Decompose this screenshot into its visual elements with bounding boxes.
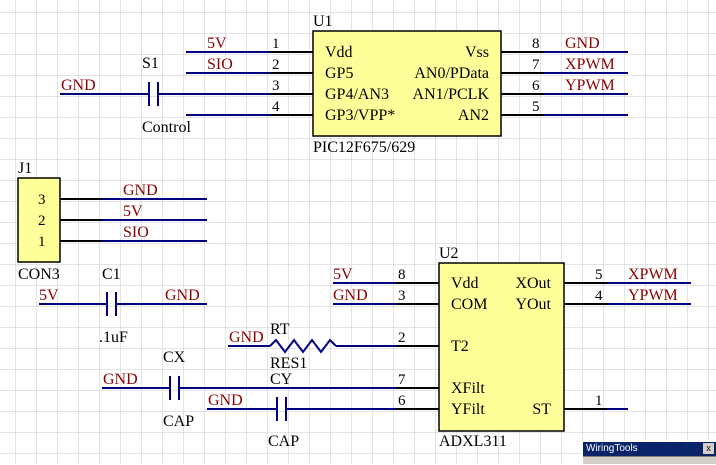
u2-pin3-number: 3: [398, 288, 406, 304]
u1-pin4-number: 4: [272, 99, 280, 115]
u2-pin3-name: COM: [451, 296, 487, 313]
u1-pin6-name: AN1/PCLK: [413, 86, 490, 103]
s1-ref: S1: [142, 55, 159, 72]
s1-value: Control: [142, 119, 191, 136]
u1-pin1-number: 1: [272, 36, 280, 52]
cy-net-gnd: GND: [208, 392, 243, 409]
wiring-tools-titlebar[interactable]: WiringTools x: [583, 442, 716, 456]
u2-body[interactable]: [438, 262, 565, 432]
u1-pin4-name: GP3/VPP*: [325, 107, 395, 124]
j1-pin1-number: 1: [38, 234, 46, 250]
j1-component[interactable]: J1 3 2 1 GND 5V SIO CON3: [17, 160, 207, 283]
u1-pin6-number: 6: [532, 78, 540, 94]
u2-pin8-name: Vdd: [451, 275, 479, 292]
u2-pin7-name: XFilt: [451, 380, 485, 397]
u2-net-xpwm: XPWM: [628, 266, 678, 283]
u1-pin2-name: GP5: [325, 65, 353, 82]
u2-pin7-number: 7: [398, 372, 406, 388]
u2-component[interactable]: U2 8 3 2 7 6 5 4 1 Vdd COM T2 XFilt YFil…: [396, 245, 607, 450]
j1-net-5v: 5V: [123, 203, 143, 220]
cx-net-gnd: GND: [103, 371, 138, 388]
u2-pin6-name: YFilt: [451, 401, 485, 418]
u1-pin8-number: 8: [532, 36, 540, 52]
u2-pin4-number: 4: [595, 288, 603, 304]
u1-pin3-number: 3: [272, 78, 280, 94]
u2-net-gnd: GND: [333, 287, 368, 304]
u2-net-5v: 5V: [333, 266, 353, 283]
u1-net-ypwm: YPWM: [565, 77, 615, 94]
j1-pin3-number: 3: [38, 192, 46, 208]
u1-net-gnd: GND: [565, 35, 600, 52]
u1-pin8-name: Vss: [465, 44, 489, 61]
u1-component[interactable]: U1 1 2 3 4 8 7 6 5 Vdd GP5 GP4/AN3 GP3/V…: [270, 13, 544, 156]
u1-pin3-name: GP4/AN3: [325, 86, 389, 103]
u1-pin5-number: 5: [532, 99, 540, 115]
u1-pin2-number: 2: [272, 57, 280, 73]
j1-net-gnd: GND: [123, 182, 158, 199]
c1-ref: C1: [102, 266, 121, 283]
u1-net-5v: 5V: [207, 35, 227, 52]
u2-pin6-number: 6: [398, 393, 406, 409]
cy-value: CAP: [268, 433, 299, 450]
cx-ref: CX: [163, 349, 186, 366]
c1-net-gnd: GND: [165, 287, 200, 304]
u1-net-xpwm: XPWM: [565, 56, 615, 73]
u1-part-label: PIC12F675/629: [313, 139, 415, 156]
j1-part-label: CON3: [18, 266, 60, 283]
s1-net-gnd: GND: [61, 77, 96, 94]
j1-pin2-number: 2: [38, 213, 46, 229]
close-icon[interactable]: x: [703, 443, 714, 454]
cx-component[interactable]: CX GND CAP: [102, 349, 396, 430]
u2-pin5-name: XOut: [515, 275, 551, 292]
c1-component[interactable]: C1 5V GND .1uF: [39, 266, 207, 346]
u2-net-ypwm: YPWM: [628, 287, 678, 304]
rt-zigzag: [269, 338, 337, 354]
u2-part-label: ADXL311: [439, 433, 507, 450]
j1-net-sio: SIO: [123, 224, 149, 241]
j1-ref: J1: [18, 160, 32, 177]
c1-value: .1uF: [99, 329, 128, 346]
j1-body[interactable]: [17, 177, 61, 263]
u1-pin7-number: 7: [532, 57, 540, 73]
u1-pin5-name: AN2: [458, 107, 489, 124]
rt-net-gnd: GND: [229, 329, 264, 346]
cx-value: CAP: [163, 413, 194, 430]
u2-pin1-name: ST: [532, 401, 551, 418]
u2-pin2-name: T2: [451, 338, 469, 355]
u2-pin1-number: 1: [595, 393, 603, 409]
u1-pin7-name: AN0/PData: [414, 65, 489, 82]
rt-value: RES1: [270, 355, 307, 372]
u2-pin5-number: 5: [595, 267, 603, 283]
wiring-tools-panel[interactable]: WiringTools x: [582, 441, 716, 464]
cy-component[interactable]: CY GND CAP: [207, 371, 396, 450]
cy-ref: CY: [270, 371, 293, 388]
u1-body[interactable]: [312, 30, 502, 137]
u1-net-sio: SIO: [207, 56, 233, 73]
wiring-tools-title: WiringTools: [586, 443, 638, 454]
rt-component[interactable]: RT GND RES1: [228, 321, 396, 372]
c1-net-5v: 5V: [39, 287, 59, 304]
u1-ref: U1: [313, 13, 333, 30]
u1-pin1-name: Vdd: [325, 44, 353, 61]
u2-pin2-number: 2: [398, 330, 406, 346]
rt-ref: RT: [270, 321, 290, 338]
s1-component[interactable]: S1 GND Control: [60, 55, 270, 136]
wiring-tools-body[interactable]: [583, 456, 716, 465]
u2-ref: U2: [439, 245, 459, 262]
u2-pin4-name: YOut: [515, 296, 551, 313]
u2-pin8-number: 8: [398, 267, 406, 283]
